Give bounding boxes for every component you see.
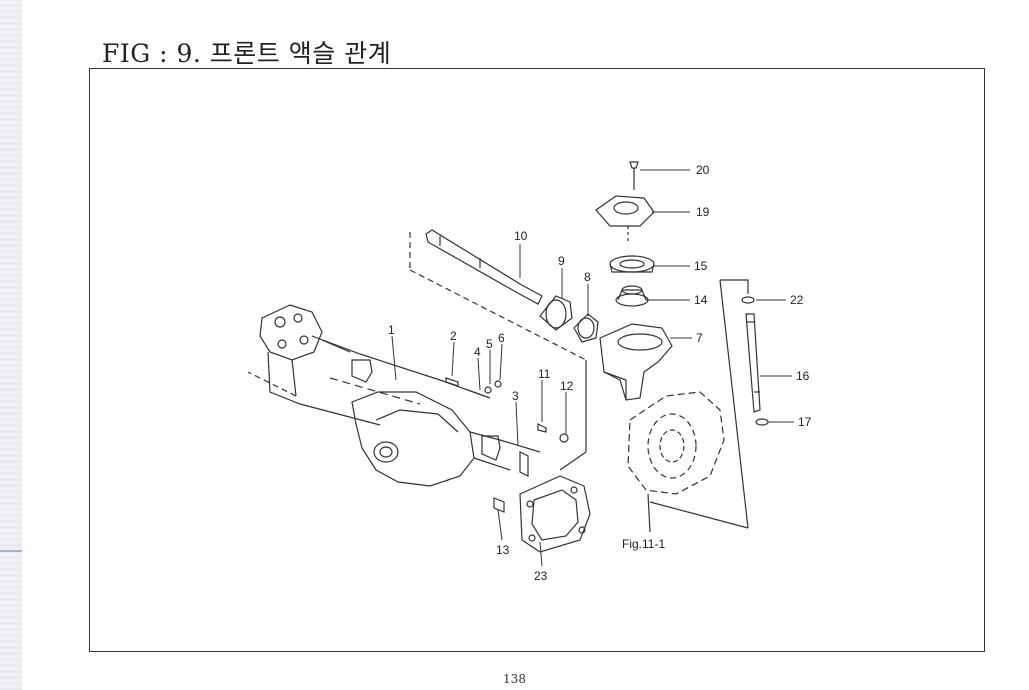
label-9: 9 [558,254,565,268]
drive-shaft [409,229,587,471]
scan-edge-strip [0,0,22,690]
part-number-labels: 20 19 15 14 7 10 9 8 22 16 17 1 2 4 5 6 … [388,163,812,583]
bearing-cone [615,285,649,307]
leader-lines [391,169,794,567]
label-7: 7 [696,331,703,345]
page-number: 138 [503,672,526,686]
label-12: 12 [560,379,574,393]
scan-edge-mark [0,550,22,552]
label-13: 13 [496,543,510,557]
small-bolts [445,377,569,443]
label-20: 20 [696,163,710,177]
tie-rod [649,279,769,529]
grease-nipple [629,161,639,190]
gasket-plate [519,475,591,553]
label-17: 17 [798,415,812,429]
label-19: 19 [696,205,710,219]
page-title: FIG : 9. 프론트 액슬 관계 [102,39,392,68]
label-10: 10 [514,229,528,243]
label-3: 3 [512,389,519,403]
label-5: 5 [486,337,493,351]
label-4: 4 [474,345,481,359]
roller-bearing [609,255,655,273]
label-8: 8 [584,270,591,284]
label-fig-reference: Fig.11-1 [622,537,665,551]
diagram-frame [89,68,985,652]
knuckle-housing [599,323,673,401]
label-15: 15 [694,259,708,273]
label-11: 11 [538,367,551,381]
bevel-gears [539,295,599,343]
king-pin-cap [595,195,655,244]
label-6: 6 [498,331,505,345]
label-14: 14 [694,293,708,307]
label-2: 2 [450,329,457,343]
label-16: 16 [796,369,810,383]
wheel-hub-reference [627,391,725,533]
label-1: 1 [388,323,395,337]
label-23: 23 [534,569,548,583]
label-22: 22 [790,293,804,307]
axle-housing-part [247,304,541,513]
